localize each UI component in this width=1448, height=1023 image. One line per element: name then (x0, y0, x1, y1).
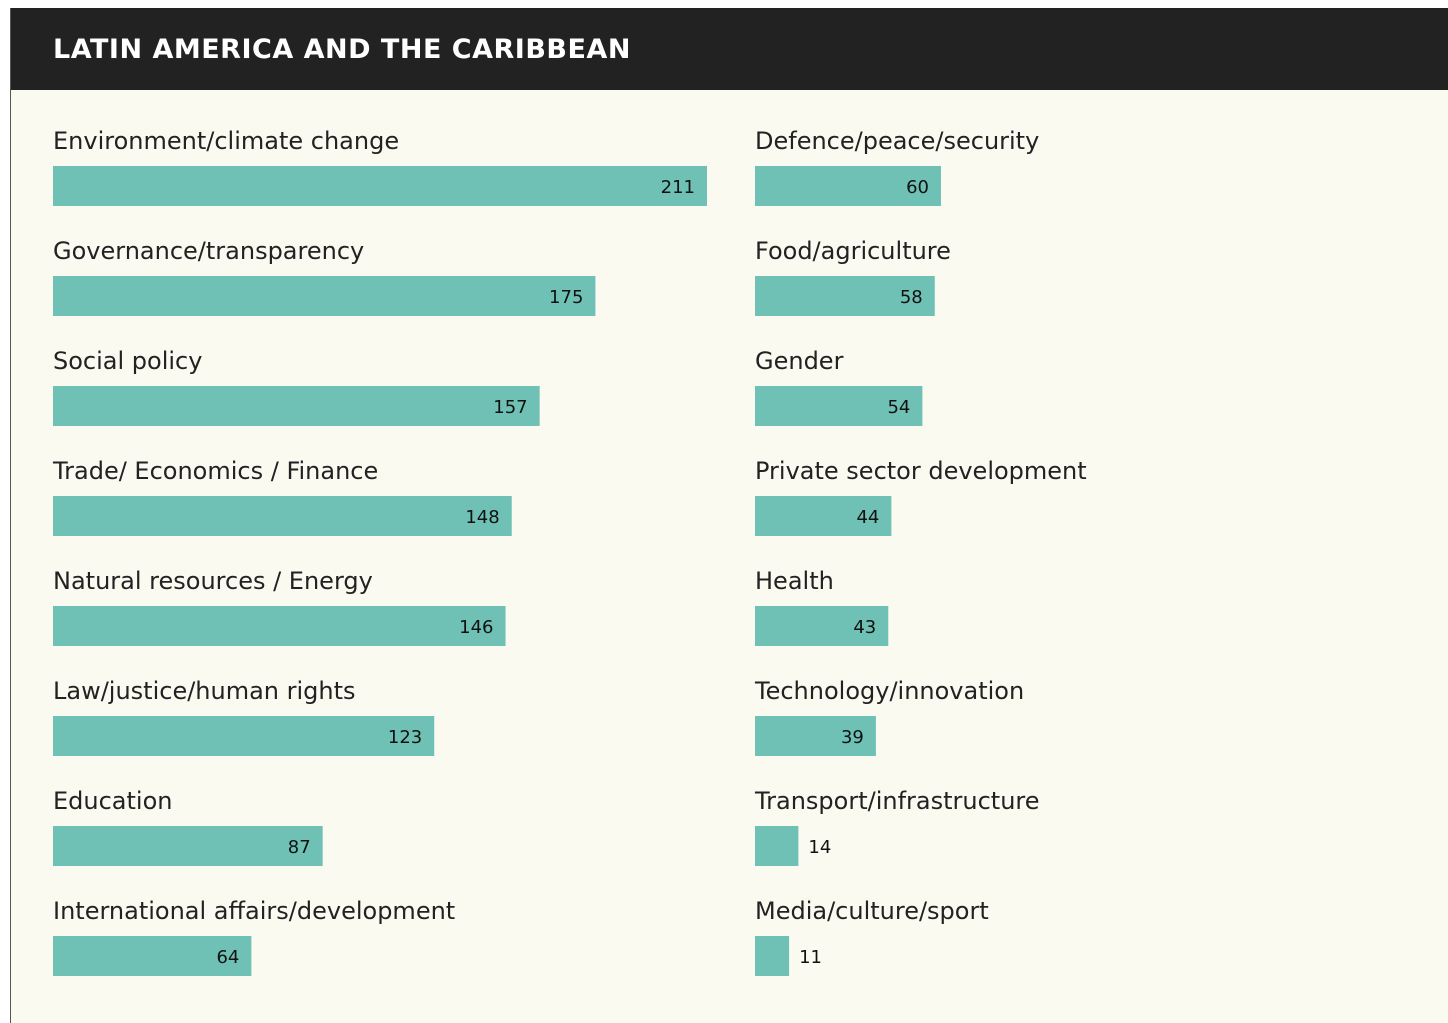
category-label-trade-economics-finance: Trade/ Economics / Finance (52, 457, 378, 485)
bar-trade-economics-finance (53, 496, 512, 536)
bar-media-culture-sport (755, 936, 790, 976)
value-label-governance-transparency: 175 (549, 287, 583, 308)
bar-food-agriculture (755, 276, 935, 316)
value-label-international-affairs-development: 64 (216, 947, 239, 968)
bar-gender (755, 386, 923, 426)
category-label-private-sector-development: Private sector development (755, 457, 1087, 485)
bar-technology-innovation (755, 716, 876, 756)
value-label-gender: 54 (887, 397, 910, 418)
category-label-defence-peace-security: Defence/peace/security (755, 127, 1039, 155)
category-label-education: Education (53, 787, 172, 815)
bar-transport-infrastructure (755, 826, 799, 866)
value-label-trade-economics-finance: 148 (465, 507, 499, 528)
category-label-social-policy: Social policy (53, 347, 202, 375)
bar-social-policy (53, 386, 540, 426)
category-label-transport-infrastructure: Transport/infrastructure (754, 787, 1040, 815)
bar-environment-climate-change (53, 166, 707, 206)
chart-panel: LATIN AMERICA AND THE CARIBBEAN Environm… (10, 8, 1448, 1023)
bar-governance-transparency (53, 276, 596, 316)
category-label-gender: Gender (755, 347, 844, 375)
bar-law-justice-human-rights (53, 716, 435, 756)
bar-private-sector-development (755, 496, 892, 536)
bar-health (755, 606, 889, 646)
category-label-technology-innovation: Technology/innovation (754, 677, 1024, 705)
chart-title: LATIN AMERICA AND THE CARIBBEAN (53, 34, 631, 65)
category-label-law-justice-human-rights: Law/justice/human rights (53, 677, 356, 705)
category-label-environment-climate-change: Environment/climate change (53, 127, 399, 155)
bar-natural-resources-energy (53, 606, 506, 646)
bar-chart: Environment/climate change 211Governance/… (52, 127, 1087, 976)
value-label-private-sector-development: 44 (856, 507, 879, 528)
value-label-media-culture-sport: 11 (799, 947, 822, 968)
value-label-food-agriculture: 58 (900, 287, 923, 308)
category-label-media-culture-sport: Media/culture/sport (755, 897, 989, 925)
category-label-natural-resources-energy: Natural resources / Energy (53, 567, 373, 595)
bar-defence-peace-security (755, 166, 941, 206)
header-bar: LATIN AMERICA AND THE CARIBBEAN (11, 8, 1448, 90)
value-label-law-justice-human-rights: 123 (388, 727, 422, 748)
category-label-health: Health (755, 567, 834, 595)
value-label-transport-infrastructure: 14 (808, 837, 831, 858)
category-label-governance-transparency: Governance/transparency (53, 237, 364, 265)
category-label-food-agriculture: Food/agriculture (755, 237, 951, 265)
value-label-health: 43 (853, 617, 876, 638)
value-label-technology-innovation: 39 (841, 727, 864, 748)
bar-education (53, 826, 323, 866)
value-label-natural-resources-energy: 146 (459, 617, 493, 638)
category-label-international-affairs-development: International affairs/development (53, 897, 455, 925)
value-label-education: 87 (288, 837, 311, 858)
value-label-social-policy: 157 (493, 397, 527, 418)
bar-international-affairs-development (53, 936, 252, 976)
value-label-environment-climate-change: 211 (661, 177, 695, 198)
value-label-defence-peace-security: 60 (906, 177, 929, 198)
